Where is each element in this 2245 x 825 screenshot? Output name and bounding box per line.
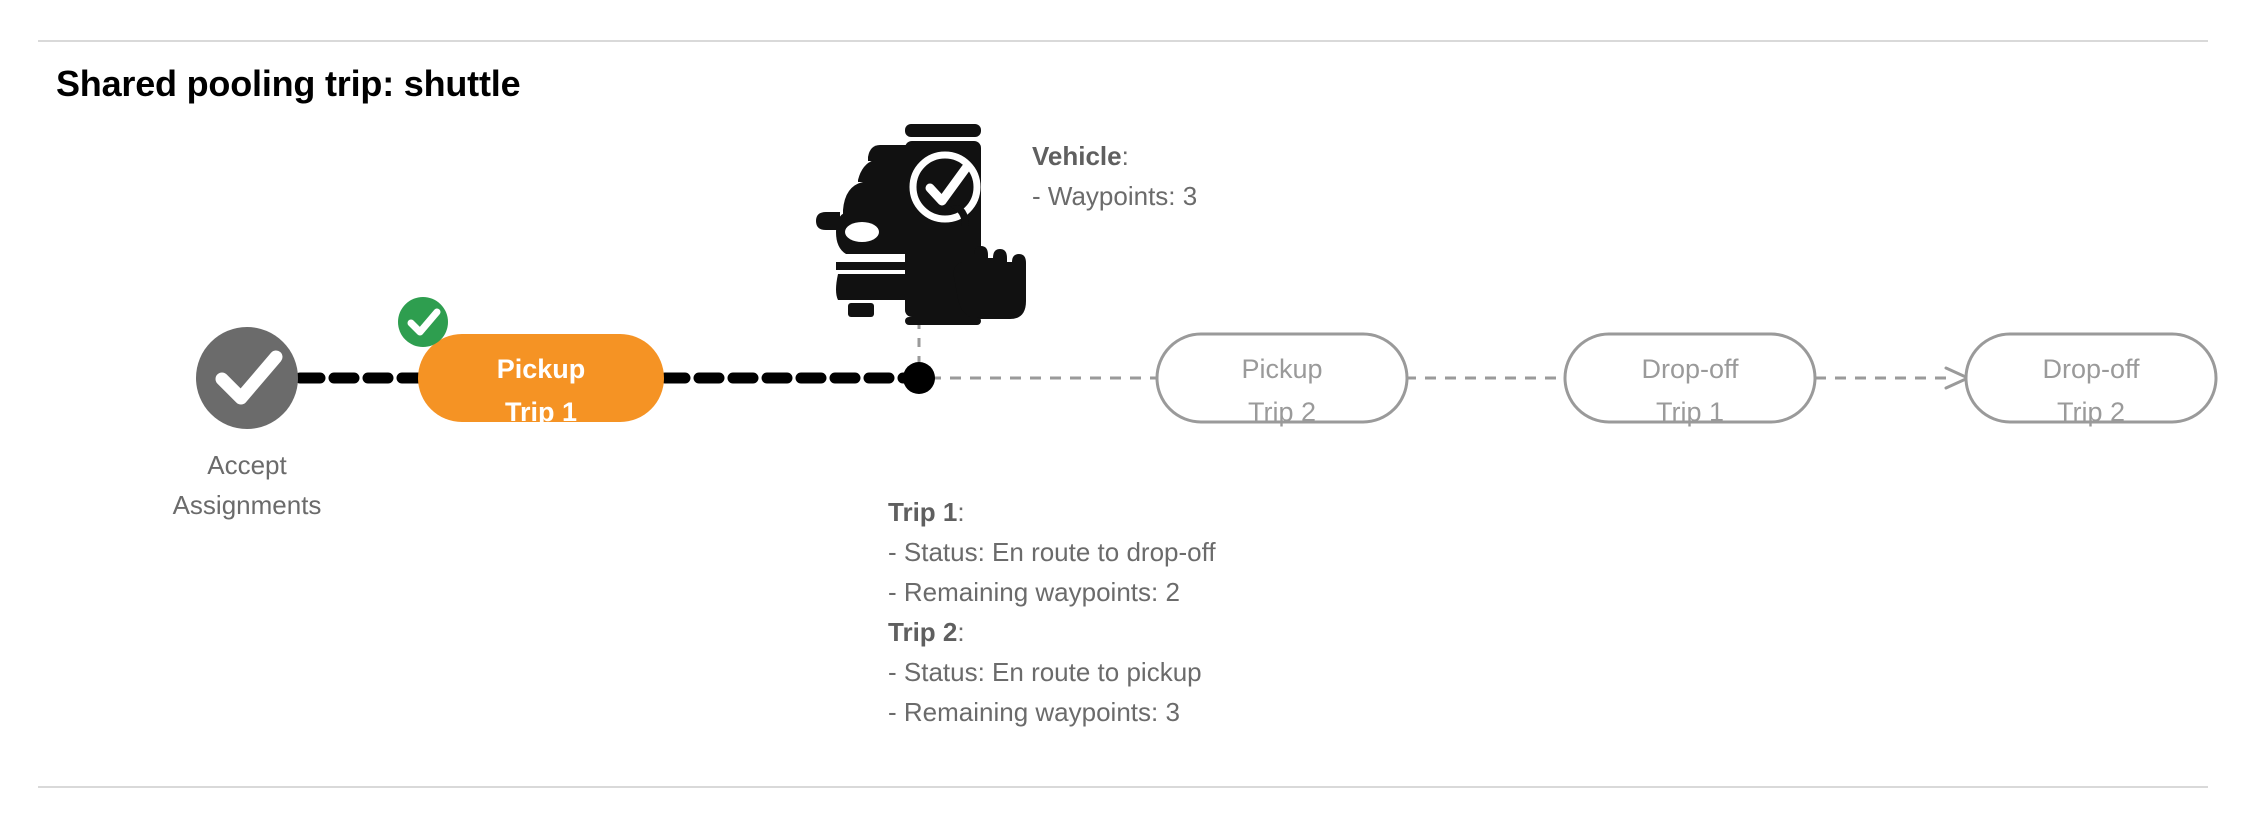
- drop-off-trip-2-pill: [1964, 332, 2218, 424]
- vehicle-icon-car-roof: [868, 145, 906, 161]
- trip-2-waypoints-line: - Remaining waypoints: 3: [888, 697, 1180, 727]
- pickup-trip-2-pill: [1155, 332, 1409, 424]
- vehicle-icon-phone-check-glyph: [925, 163, 971, 206]
- vehicle-icon-hand: [950, 205, 1026, 319]
- vehicle-icon-car-lower: [836, 274, 906, 300]
- trip-2-heading-row: Trip 2:: [888, 612, 1216, 652]
- vehicle-icon-phone-check-ring: [909, 151, 981, 223]
- trip-info-block: Trip 1: - Status: En route to drop-off -…: [888, 492, 1216, 732]
- pickup-trip-1-pill: [418, 334, 664, 422]
- vehicle-info-line: - Waypoints: 3: [1032, 181, 1198, 211]
- check-circle-icon: [196, 327, 298, 429]
- check-badge-circle: [398, 297, 448, 347]
- vehicle-icon-car-wheel: [848, 303, 874, 317]
- vehicle-info-heading-suffix: :: [1121, 141, 1129, 171]
- drop-off-trip-1-node[interactable]: [1563, 332, 1817, 424]
- trip-2-heading-suffix: :: [957, 617, 965, 647]
- vehicle-icon-car-windshield: [858, 160, 906, 182]
- trip-2-heading: Trip 2: [888, 617, 958, 647]
- vehicle-icon-car-grille: [836, 262, 906, 270]
- accept-assignments-caption: Accept Assignments: [97, 445, 397, 525]
- current-position-dot: [903, 362, 935, 394]
- check-badge-icon: [398, 297, 448, 347]
- check-badge-glyph: [407, 308, 441, 336]
- vehicle-icon-car-mirror: [816, 212, 840, 230]
- vehicle-info-heading-row: Vehicle:: [1032, 136, 1197, 176]
- check-circle-icon-glyph: [215, 350, 283, 405]
- trip-2-status-line: - Status: En route to pickup: [888, 657, 1202, 687]
- bottom-divider: [38, 786, 2208, 788]
- trip-1-heading-row: Trip 1:: [888, 492, 1216, 532]
- vehicle-icon-phone-top-bar: [905, 124, 981, 137]
- pickup-trip-2-node[interactable]: [1155, 332, 1409, 424]
- accept-assignments-node[interactable]: [196, 327, 298, 429]
- accept-assignments-caption-line2: Assignments: [172, 490, 322, 520]
- drop-off-trip-2-node[interactable]: [1964, 332, 2218, 424]
- top-divider: [38, 40, 2208, 42]
- vehicle-info-block: Vehicle: - Waypoints: 3: [1032, 136, 1197, 216]
- trip-1-heading-suffix: :: [957, 497, 965, 527]
- trip-1-waypoints-line: - Remaining waypoints: 2: [888, 577, 1180, 607]
- drop-off-trip-1-pill: [1563, 332, 1817, 424]
- vehicle-info-heading: Vehicle: [1032, 141, 1122, 171]
- vehicle-icon-car-hood: [843, 182, 906, 216]
- page-title: Shared pooling trip: shuttle: [56, 63, 521, 104]
- vehicle-icon-car-headlight: [845, 222, 879, 242]
- trip-1-status-line: - Status: En route to drop-off: [888, 537, 1216, 567]
- vehicle-icon-phone-base: [905, 317, 981, 325]
- trip-1-heading: Trip 1: [888, 497, 958, 527]
- vehicle-phone-check-icon: [816, 124, 1026, 325]
- pickup-trip-1-node[interactable]: [418, 334, 664, 422]
- accept-assignments-caption-line1: Accept: [207, 450, 287, 480]
